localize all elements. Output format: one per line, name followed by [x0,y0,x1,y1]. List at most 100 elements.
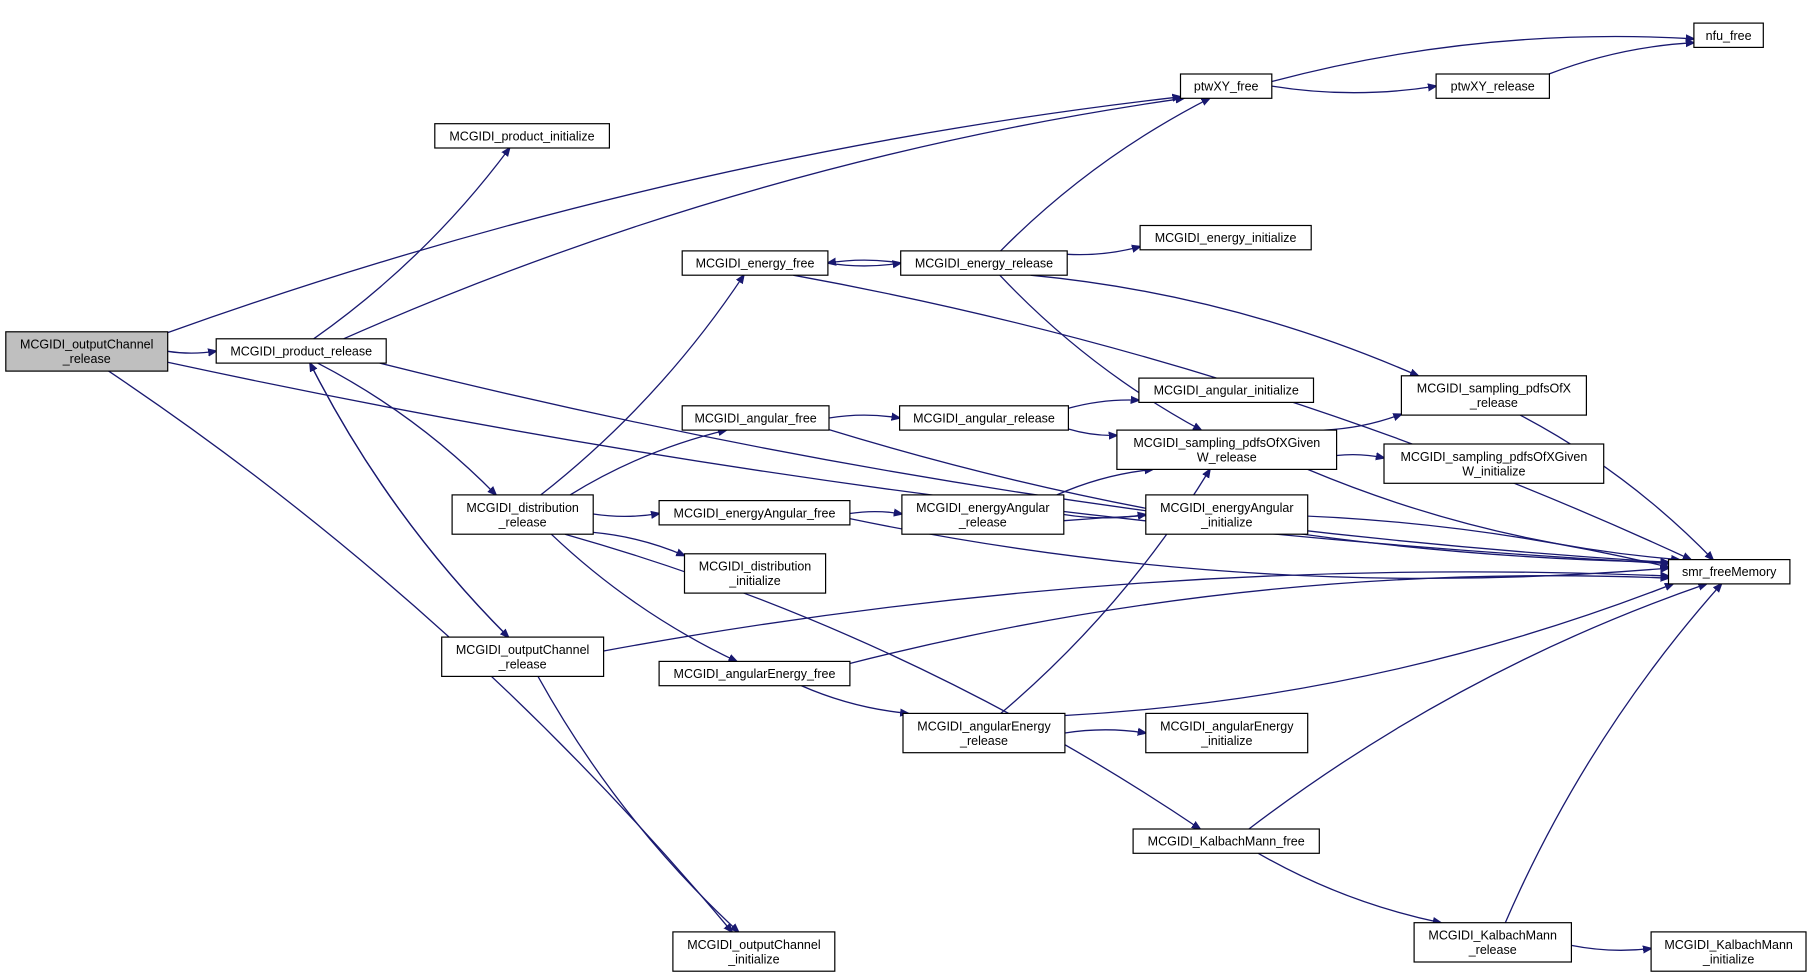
node-label: MCGIDI_angularEnergy_free [674,667,836,681]
node-box [658,500,851,526]
node-box [215,338,387,364]
node-box [898,405,1069,431]
edge-root-to-ptwXY_free [167,97,1181,334]
node-label: W_release [1197,451,1257,465]
node-energyAngular_initialize[interactable]: MCGIDI_energyAngular_initialize [1145,494,1309,535]
node-label: MCGIDI_energyAngular_free [674,506,836,520]
node-ptwXY_release[interactable]: ptwXY_release [1435,73,1550,99]
node-energy_initialize[interactable]: MCGIDI_energy_initialize [1139,224,1312,251]
edge-angularEnergy_release-to-smr_freeMemory [1064,584,1673,717]
edge-energy_release-to-ptwXY_free [1000,98,1210,252]
edge-sampling_pdfsOfXGivenW_release-to-smr_freeMemory [1307,468,1680,559]
edge-sampling_pdfsOfXGivenW_release-to-sampling_pdfsOfXGivenW_initialize [1336,455,1384,458]
node-box [672,931,836,972]
node-energy_free[interactable]: MCGIDI_energy_free [681,250,829,276]
edge-product_release-to-smr_freeMemory [379,362,1669,562]
node-box [1383,443,1605,484]
node-box [434,123,610,149]
node-box [1145,712,1309,754]
node-label: MCGIDI_outputChannel [687,938,820,952]
node-label: _release [1469,396,1518,410]
node-box [1435,73,1550,99]
node-product_release[interactable]: MCGIDI_product_release [215,338,387,364]
edge-distribution_release-to-angular_free [569,430,726,496]
node-label: MCGIDI_outputChannel [456,643,589,657]
node-label: ptwXY_free [1194,80,1259,94]
nodes-layer: MCGIDI_outputChannel_releaseMCGIDI_produ… [5,22,1807,972]
node-label: MCGIDI_product_initialize [449,129,594,143]
node-box [1145,494,1309,535]
node-nfu_free[interactable]: nfu_free [1693,22,1764,48]
node-label: MCGIDI_angularEnergy [917,719,1051,733]
node-angularEnergy_release[interactable]: MCGIDI_angularEnergy_release [902,712,1066,754]
node-energyAngular_free[interactable]: MCGIDI_energyAngular_free [658,500,851,526]
node-energyAngular_release[interactable]: MCGIDI_energyAngular_release [901,494,1065,535]
node-outputChannel_initialize[interactable]: MCGIDI_outputChannel_initialize [672,931,836,972]
node-energy_release[interactable]: MCGIDI_energy_release [900,250,1068,276]
edge-angular_free-to-angular_release [828,415,900,418]
node-label: MCGIDI_energyAngular [1160,501,1293,515]
node-angular_initialize[interactable]: MCGIDI_angular_initialize [1138,377,1315,404]
node-label: MCGIDI_sampling_pdfsOfXGiven [1133,436,1320,450]
node-box [451,494,594,535]
edge-ptwXY_release-to-nfu_free [1548,43,1694,75]
node-box [1413,922,1572,963]
node-label: MCGIDI_distribution [699,560,812,574]
node-outputChannel_release[interactable]: MCGIDI_outputChannel_release [441,636,605,677]
node-label: _initialize [728,574,780,588]
node-label: W_initialize [1462,464,1525,478]
node-angular_release[interactable]: MCGIDI_angular_release [898,405,1069,431]
node-distribution_initialize[interactable]: MCGIDI_distribution_initialize [683,553,827,594]
node-box [1132,828,1320,854]
edge-energy_release-to-sampling_pdfsOfXGivenW_release [999,274,1201,430]
node-label: MCGIDI_angular_free [694,412,816,426]
node-label: _initialize [1702,952,1754,966]
node-label: MCGIDI_outputChannel [20,338,153,352]
node-ptwXY_free[interactable]: ptwXY_free [1179,73,1273,99]
node-label: MCGIDI_energy_free [696,257,815,271]
edge-energy_free-to-energy_release [827,263,901,266]
edge-outputChannel_release-to-product_release [310,363,509,638]
node-angularEnergy_free[interactable]: MCGIDI_angularEnergy_free [658,660,851,687]
edge-root-to-product_release [167,351,217,353]
node-KalbachMann_initialize[interactable]: MCGIDI_KalbachMann_initialize [1650,931,1807,972]
edge-distribution_release-to-angularEnergy_free [550,533,736,661]
edge-energyAngular_release-to-sampling_pdfsOfXGivenW_release [1056,469,1153,496]
node-angularEnergy_initialize[interactable]: MCGIDI_angularEnergy_initialize [1145,712,1309,754]
node-box [1667,558,1791,585]
node-distribution_release[interactable]: MCGIDI_distribution_release [451,494,594,535]
node-angular_free[interactable]: MCGIDI_angular_free [681,405,830,431]
node-label: _release [498,658,547,672]
node-label: _release [62,352,111,366]
node-box [1400,375,1588,416]
node-box [658,660,851,687]
node-label: nfu_free [1706,29,1752,43]
edge-angular_release-to-sampling_pdfsOfXGivenW_release [1068,428,1117,435]
edge-outputChannel_release-to-outputChannel_initialize [537,676,739,932]
node-label: _release [958,515,1007,529]
node-label: _release [959,734,1008,748]
edge-distribution_release-to-KalbachMann_free [564,533,1200,829]
edge-root-to-outputChannel_initialize [108,370,732,932]
node-label: MCGIDI_KalbachMann_free [1148,835,1305,849]
node-label: MCGIDI_angular_release [913,412,1055,426]
node-smr_freeMemory[interactable]: smr_freeMemory [1667,558,1791,585]
node-box [1693,22,1764,48]
node-box [902,712,1066,754]
edge-energy_release-to-energy_initialize [1067,247,1140,256]
node-product_initialize[interactable]: MCGIDI_product_initialize [434,123,610,149]
node-box [5,331,169,372]
edge-distribution_release-to-distribution_initialize [593,531,684,555]
node-root: MCGIDI_outputChannel_release [5,331,169,372]
node-label: MCGIDI_energy_release [915,257,1053,271]
edge-energy_release-to-sampling_pdfsOfX_release [1030,274,1419,376]
node-label: _release [498,515,547,529]
edge-KalbachMann_release-to-smr_freeMemory [1504,584,1721,923]
node-sampling_pdfsOfX_release[interactable]: MCGIDI_sampling_pdfsOfX_release [1400,375,1588,416]
node-KalbachMann_free[interactable]: MCGIDI_KalbachMann_free [1132,828,1320,854]
node-label: MCGIDI_sampling_pdfsOfX [1417,382,1572,396]
node-KalbachMann_release[interactable]: MCGIDI_KalbachMann_release [1413,922,1572,963]
